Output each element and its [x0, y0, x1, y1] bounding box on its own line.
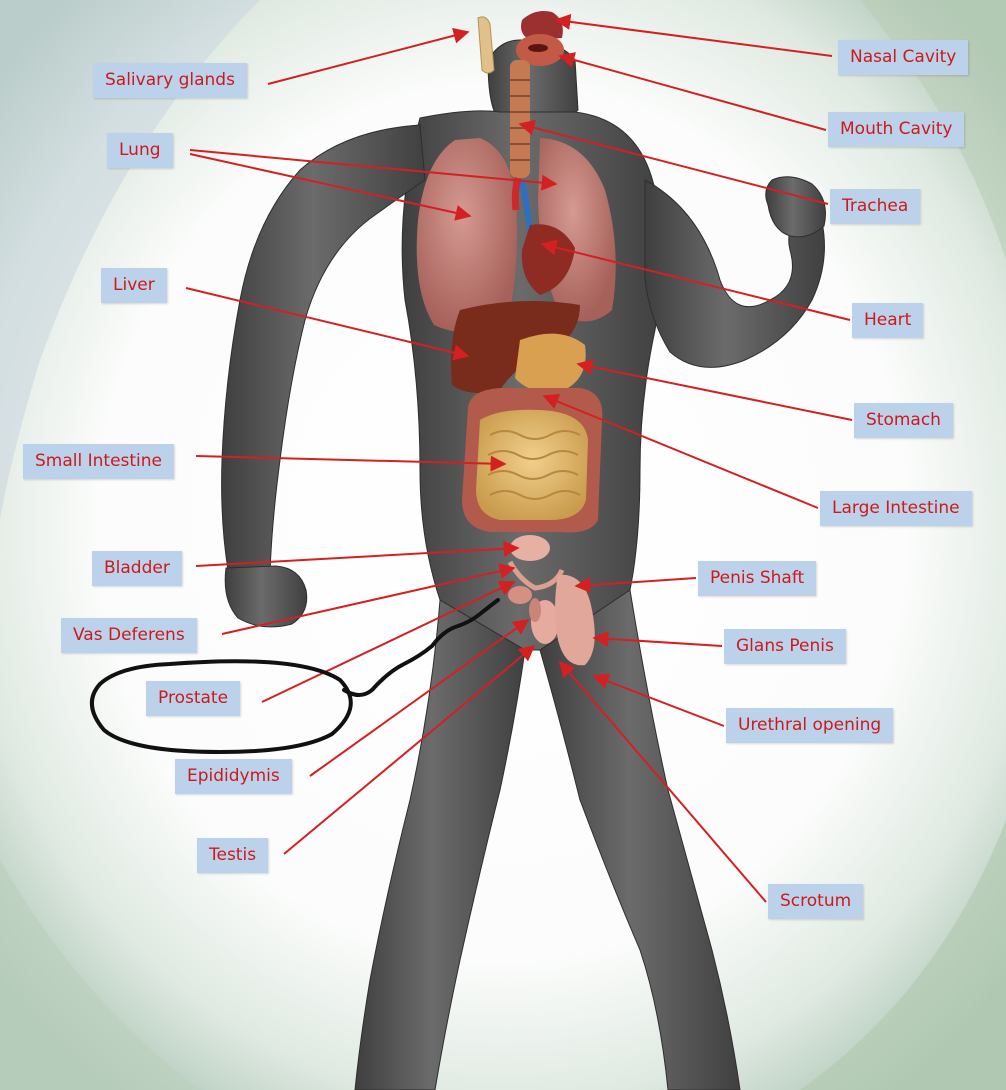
label-glans-penis: Glans Penis — [724, 629, 846, 664]
label-nasal-cavity: Nasal Cavity — [838, 40, 968, 75]
label-bladder: Bladder — [92, 551, 182, 586]
small-intestine-organ — [476, 410, 588, 520]
label-liver: Liver — [101, 268, 167, 303]
label-stomach: Stomach — [854, 403, 953, 438]
label-large-intestine: Large Intestine — [820, 491, 972, 526]
prostate-organ — [508, 586, 532, 604]
label-mouth-cavity: Mouth Cavity — [828, 112, 964, 147]
label-salivary-glands: Salivary glands — [93, 63, 247, 98]
label-prostate: Prostate — [146, 681, 240, 716]
label-penis-shaft: Penis Shaft — [698, 561, 816, 596]
label-trachea: Trachea — [830, 189, 920, 224]
label-small-intestine: Small Intestine — [23, 444, 174, 479]
epididymis-organ — [529, 598, 541, 622]
label-urethral-opening: Urethral opening — [726, 708, 893, 743]
label-vas-deferens: Vas Deferens — [61, 618, 197, 653]
label-epididymis: Epididymis — [175, 759, 292, 794]
label-lung: Lung — [107, 133, 173, 168]
label-testis: Testis — [197, 838, 268, 873]
label-scrotum: Scrotum — [768, 884, 863, 919]
label-heart: Heart — [852, 303, 923, 338]
